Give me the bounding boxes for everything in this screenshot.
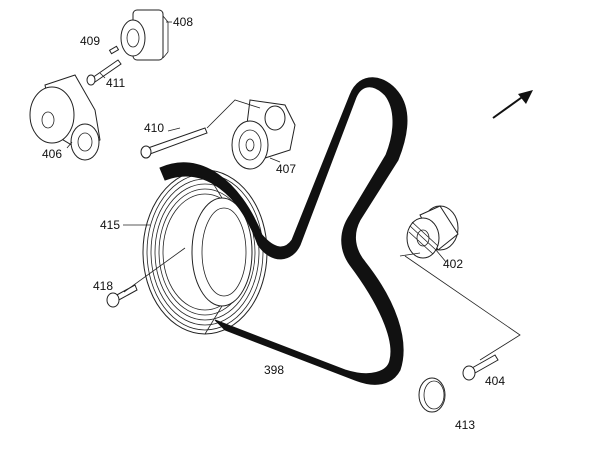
callout-406: 406	[42, 147, 62, 161]
callout-402: 402	[443, 257, 463, 271]
callout-408: 408	[173, 15, 193, 29]
bolt-411	[86, 59, 122, 86]
callout-404: 404	[485, 374, 505, 388]
callout-407: 407	[276, 162, 296, 176]
bolt-410	[140, 127, 208, 159]
callout-410: 410	[144, 121, 164, 135]
callout-415: 415	[100, 218, 120, 232]
callout-labels: 408 409 411 406 410 407 415 418 402 398 …	[42, 15, 505, 432]
callout-398: 398	[264, 363, 284, 377]
callout-418: 418	[93, 279, 113, 293]
leader-lines	[66, 21, 521, 361]
drive-belt	[159, 77, 408, 385]
idler-pulley-402	[406, 205, 459, 259]
callout-409: 409	[80, 34, 100, 48]
callout-413: 413	[455, 418, 475, 432]
cover-cap-413	[418, 377, 446, 413]
tensioner-pulley-407	[231, 99, 296, 170]
pin-409	[108, 45, 120, 55]
arrow-icon	[492, 90, 533, 119]
idler-pulley-406	[29, 74, 101, 161]
tensioner-bracket	[120, 9, 169, 61]
callout-411: 411	[106, 76, 125, 90]
crankshaft-pulley	[142, 169, 268, 335]
bolt-404	[462, 354, 499, 381]
